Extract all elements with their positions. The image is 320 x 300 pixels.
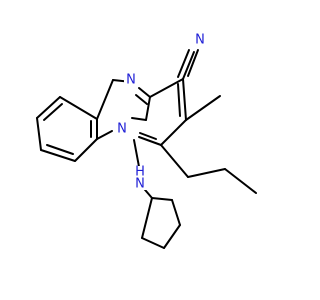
bond [145, 96, 151, 121]
bond [224, 168, 257, 194]
bond-triple [177, 49, 190, 78]
atom-label-bridgehead-n: N [115, 120, 129, 138]
bond-triple [182, 51, 195, 80]
nitrile-group [177, 49, 199, 80]
bond [138, 136, 162, 146]
bond [74, 138, 98, 162]
bond [163, 224, 181, 249]
bond [36, 96, 61, 119]
methyl-bond [185, 95, 221, 121]
bond [151, 197, 173, 201]
molecule-drawing: N N N H N [36, 31, 257, 249]
bond [131, 117, 147, 121]
bond-double-inner [43, 103, 63, 121]
propyl-chain [160, 144, 257, 194]
amine-n-label: N [135, 177, 145, 192]
bond-double-inner [135, 94, 148, 105]
nitrile-n-label: N [195, 33, 205, 48]
benzene-ring [36, 96, 98, 162]
imidazole-ring [96, 79, 151, 140]
bond [36, 117, 42, 151]
bond-double-inner [177, 83, 181, 117]
amine-h-label: H [135, 165, 145, 180]
bond [149, 78, 184, 98]
atom-label-imidazole-n: N [124, 72, 138, 88]
bond [96, 79, 114, 120]
bond [141, 237, 165, 249]
bond [138, 87, 151, 98]
atom-label-amine-nh: H N [131, 165, 149, 192]
bond-triple [187, 49, 199, 77]
imidazole-n-label: N [126, 73, 136, 88]
bond [40, 149, 76, 162]
bond [171, 199, 181, 226]
cyclopentyl-ring [141, 197, 181, 249]
bond-double-inner [46, 144, 74, 155]
bond [96, 130, 113, 140]
bond [59, 96, 98, 120]
structure-canvas: N N N H N [36, 31, 257, 249]
bridgehead-n-label: N [117, 122, 127, 137]
atom-label-nitrile-n: N [193, 31, 207, 48]
bond [160, 144, 189, 178]
bond [187, 168, 226, 178]
bond [182, 78, 187, 121]
bond [141, 197, 153, 239]
bond-double-inner [139, 132, 157, 140]
pyridine-ring [131, 78, 187, 146]
bond [160, 119, 187, 146]
